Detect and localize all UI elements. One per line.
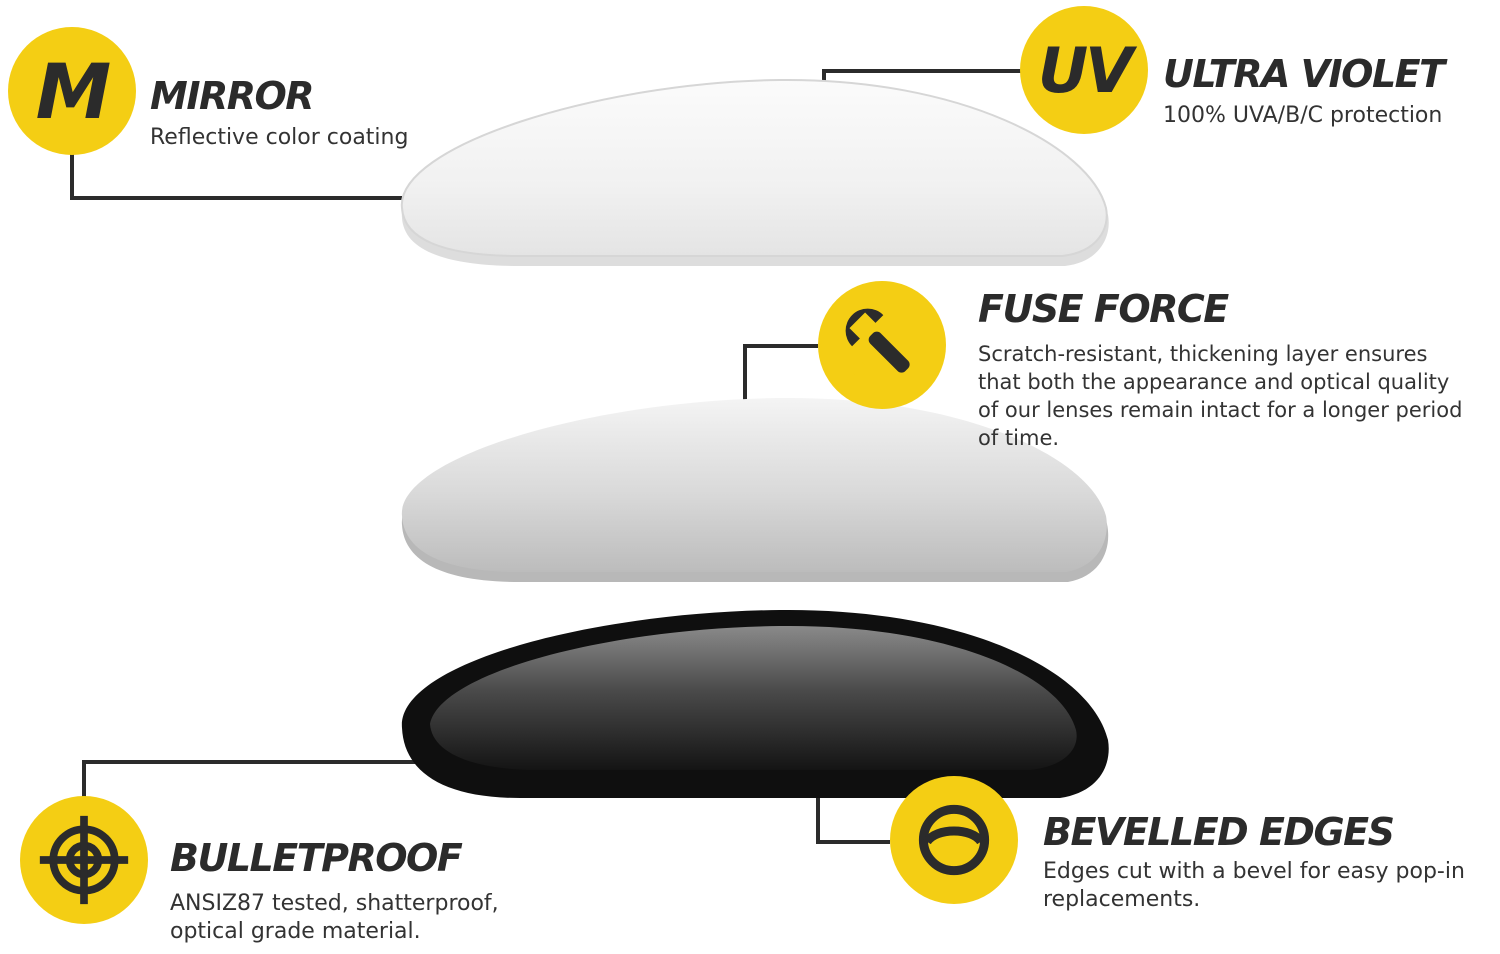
bevelled-edges-badge bbox=[890, 776, 1018, 904]
mirror-description: Reflective color coating bbox=[150, 125, 409, 150]
uv-icon: UV bbox=[1037, 33, 1133, 107]
bulletproof-description: ANSIZ87 tested, shatterproof, optical gr… bbox=[170, 891, 499, 944]
bevel-edge-icon bbox=[918, 804, 990, 876]
base-lens-layer bbox=[401, 609, 1109, 798]
mirror-lens-layer bbox=[400, 78, 1109, 266]
mirror-title: MIRROR bbox=[150, 74, 315, 118]
uv-title: ULTRA VIOLET bbox=[1163, 52, 1445, 96]
mirror-m-icon: M bbox=[35, 46, 112, 136]
fuse-connector bbox=[743, 344, 818, 402]
fuse-force-lens-layer bbox=[401, 397, 1109, 582]
mirror-connector bbox=[70, 148, 402, 200]
bevelled-edges-title: BEVELLED EDGES bbox=[1043, 810, 1395, 854]
fuse-force-title: FUSE FORCE bbox=[978, 287, 1229, 331]
bevelled-edges-description: Edges cut with a bevel for easy pop-in r… bbox=[1043, 859, 1465, 912]
bevelled-connector bbox=[816, 796, 890, 844]
bulletproof-title: BULLETPROOF bbox=[170, 836, 463, 880]
bulletproof-connector bbox=[82, 760, 430, 800]
bulletproof-badge bbox=[20, 796, 148, 924]
uv-description: 100% UVA/B/C protection bbox=[1163, 103, 1443, 128]
uv-badge: UV bbox=[1020, 6, 1148, 134]
fuse-force-description: Scratch-resistant, thickening layer ensu… bbox=[978, 342, 1463, 450]
mirror-badge: M bbox=[8, 27, 136, 155]
fuse-force-badge bbox=[818, 281, 946, 409]
wrench-icon bbox=[845, 308, 910, 377]
crosshair-icon bbox=[39, 815, 129, 905]
